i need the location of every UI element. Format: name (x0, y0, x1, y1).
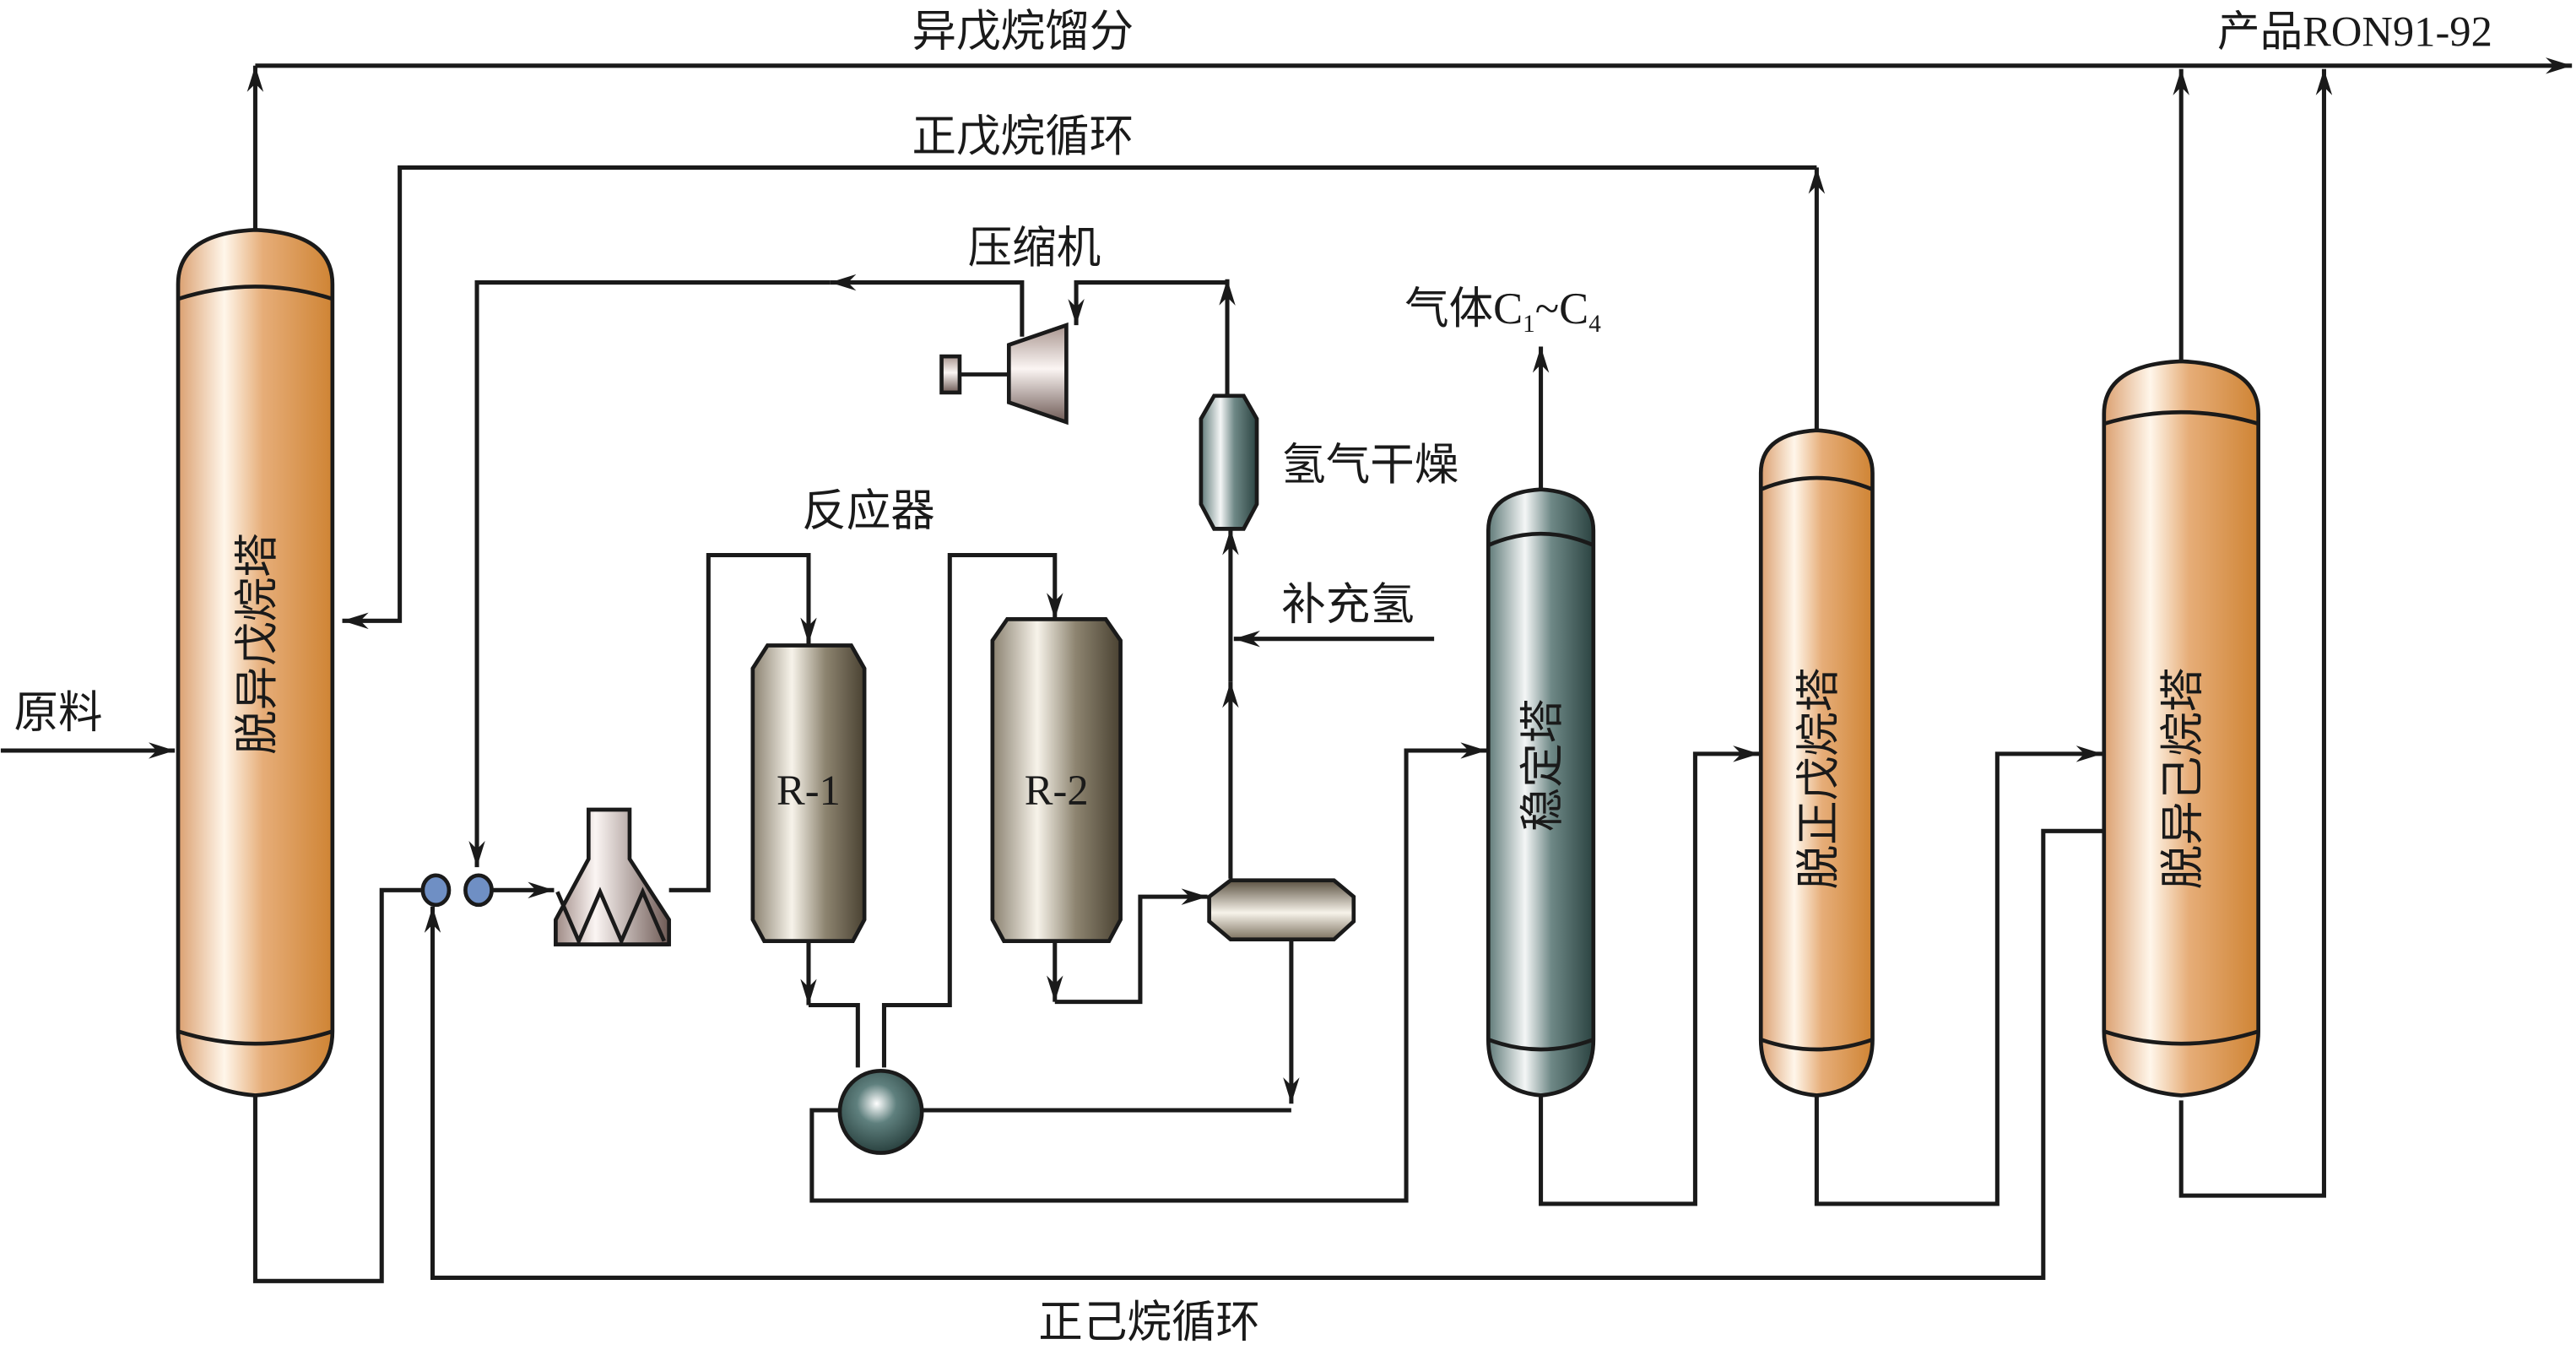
label-hydrogen-drying: 氢气干燥 (1281, 441, 1458, 490)
feed-pumps[interactable] (420, 873, 494, 908)
heater-furnace[interactable] (554, 807, 671, 946)
label-reactor-r2: R-2 (1025, 767, 1089, 814)
pipe-heater-to-r1 (668, 552, 817, 892)
pipe-exchanger-to-stabilizer (809, 742, 1487, 1203)
label-n-pentane-recycle: 正戊烷循环 (912, 112, 1134, 161)
pipe-r1-to-exchanger (808, 1002, 860, 1068)
pipelines (0, 57, 2573, 1283)
label-compressor: 压缩机 (968, 224, 1101, 273)
pipe-n-hexane-recycle (424, 828, 2102, 1280)
label-isopentane-fraction: 异戊烷馏分 (912, 7, 1134, 56)
depentanizer-column[interactable] (1758, 428, 1875, 1098)
label-deisopentanizer: 脱异戊烷塔 (233, 533, 282, 755)
label-gas-c1-c4: 气体C1~C4 (1404, 285, 1601, 338)
compressor[interactable] (939, 322, 1069, 426)
pipe-deisopentanizer-bottoms (252, 887, 421, 1283)
label-reactor-r1: R-1 (777, 767, 841, 814)
gas-label-sub1: 1 (1523, 311, 1535, 338)
pipe-r2-to-separator (1054, 888, 1208, 1005)
label-deisohexanizer: 脱异己烷塔 (2159, 668, 2208, 890)
hydrogen-dryer[interactable] (1199, 393, 1259, 531)
deisopentanizer-column[interactable] (176, 227, 335, 1098)
label-makeup-hydrogen: 补充氢 (1281, 580, 1415, 629)
label-n-hexane-recycle: 正己烷循环 (1038, 1298, 1260, 1347)
gas-label-text: 气体C (1404, 285, 1523, 333)
gas-label-tilde: ~C (1535, 285, 1588, 333)
deisohexanizer-column[interactable] (2102, 359, 2260, 1098)
reactor-r1[interactable] (750, 643, 867, 943)
pipe-to-compressor-inlet (1068, 280, 1228, 326)
stabilizer-column[interactable] (1486, 487, 1596, 1098)
pipe-stabilizer-bottoms (1539, 745, 1760, 1206)
label-reactor: 反应器 (802, 486, 935, 535)
label-stabilizer: 稳定塔 (1518, 699, 1567, 832)
label-feed: 原料 (14, 689, 102, 738)
pipe-depentanizer-bottoms (1814, 745, 2102, 1206)
pipe-n-pentane-recycle (342, 165, 1817, 630)
heat-exchanger[interactable] (837, 1068, 924, 1155)
pipe-exchanger-to-r2 (881, 552, 1063, 1068)
reactor-r2[interactable] (990, 617, 1123, 943)
pipe-deisohexanizer-bottom (2178, 68, 2333, 1198)
pipe-compressor-discharge (830, 274, 1025, 337)
pipe-compressor-recycle (468, 280, 831, 868)
gas-label-sub4: 4 (1588, 311, 1601, 338)
label-product: 产品RON91-92 (2217, 8, 2492, 55)
label-depentanizer: 脱正戊烷塔 (1794, 668, 1843, 890)
separator-drum[interactable] (1207, 878, 1356, 942)
